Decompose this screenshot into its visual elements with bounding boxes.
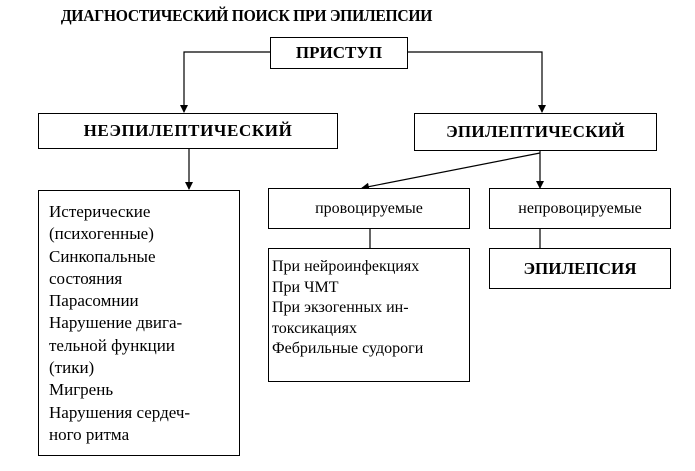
connector-epileptic-to-provoked (361, 152, 541, 191)
list-item: Парасомнии (49, 291, 139, 311)
list-item: токсикациях (272, 319, 357, 337)
list-item: Мигрень (49, 380, 114, 400)
list-item: При нейроинфекциях (272, 258, 420, 275)
list-item: ного ритма (49, 424, 130, 444)
list-item: Синкопальные (49, 246, 156, 266)
node-attack-label: ПРИСТУП (295, 43, 383, 62)
node-epileptic-label: ЭПИЛЕПТИЧЕСКИЙ (446, 122, 625, 141)
node-epilepsy: ЭПИЛЕПСИЯ (489, 248, 671, 289)
list-item: При ЧМТ (272, 278, 339, 296)
list-item: (психогенные) (49, 224, 154, 244)
list-item: тельной функции (49, 335, 175, 355)
node-provoked-label: провоцируемые (315, 199, 423, 217)
list-item: состояния (49, 268, 123, 288)
node-provoked: провоцируемые (268, 188, 470, 229)
provoked-list: При нейроинфекциях При ЧМТ При экзогенны… (268, 248, 470, 382)
node-non-epileptic: НЕЭПИЛЕПТИЧЕСКИЙ (38, 113, 338, 149)
list-item: При экзогенных ин- (272, 299, 409, 316)
node-epilepsy-label: ЭПИЛЕПСИЯ (523, 258, 637, 278)
list-item: Нарушения сердеч- (49, 402, 191, 422)
connector-attack-to-non-epileptic (180, 51, 270, 113)
list-item: Фебрильные судороги (272, 340, 424, 357)
list-item: Нарушение двига- (49, 313, 183, 333)
node-unprovoked: непровоцируемые (489, 188, 671, 229)
connector-attack-to-epileptic (408, 51, 546, 113)
list-item: (тики) (49, 358, 95, 378)
node-unprovoked-label: непровоцируемые (518, 199, 642, 217)
non-epileptic-list: Истерические (психогенные) Синкопальные … (38, 190, 240, 456)
node-non-epileptic-label: НЕЭПИЛЕПТИЧЕСКИЙ (83, 121, 293, 140)
list-item: Истерические (49, 202, 151, 221)
node-epileptic: ЭПИЛЕПТИЧЕСКИЙ (414, 113, 657, 151)
diagram-title: ДИАГНОСТИЧЕСКИЙ ПОИСК ПРИ ЭПИЛЕПСИИ (60, 6, 433, 25)
node-attack: ПРИСТУП (270, 37, 408, 69)
